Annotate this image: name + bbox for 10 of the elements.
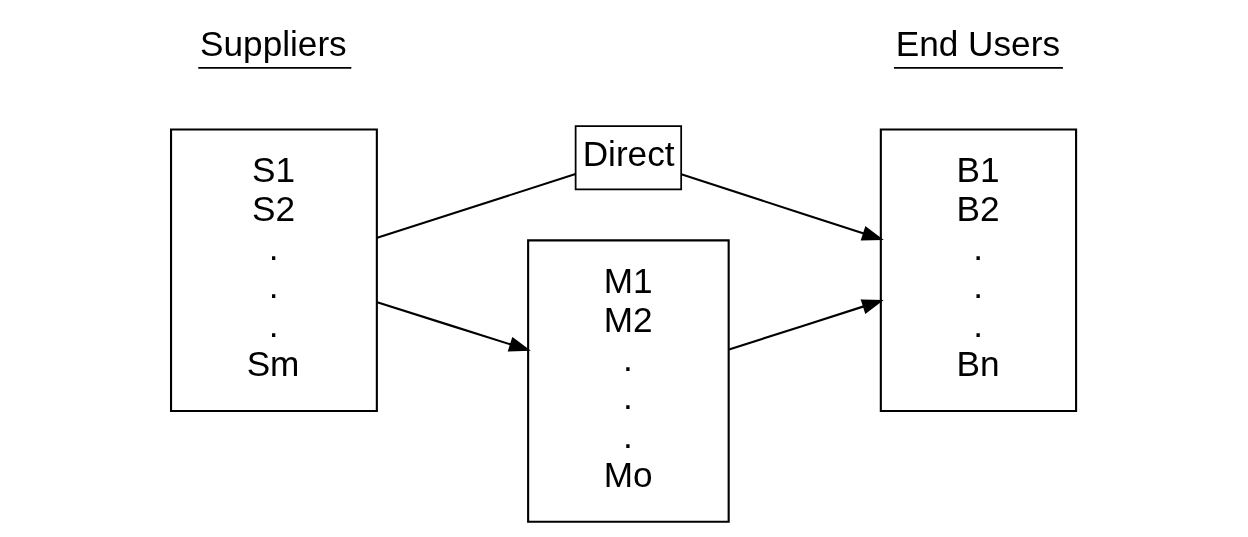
- arrow: [376, 301, 531, 352]
- label: Suppliers: [200, 23, 347, 63]
- node-box: S1 S2 . . . Sm: [170, 128, 378, 413]
- node-box: M1 M2 . . . Mo: [527, 239, 730, 523]
- connector: [376, 173, 576, 239]
- arrow: [728, 299, 884, 351]
- label: End Users: [895, 23, 1060, 63]
- node-box: Direct: [574, 125, 683, 191]
- arrow: [680, 173, 884, 241]
- node-box: B1 B2 . . . Bn: [879, 128, 1078, 413]
